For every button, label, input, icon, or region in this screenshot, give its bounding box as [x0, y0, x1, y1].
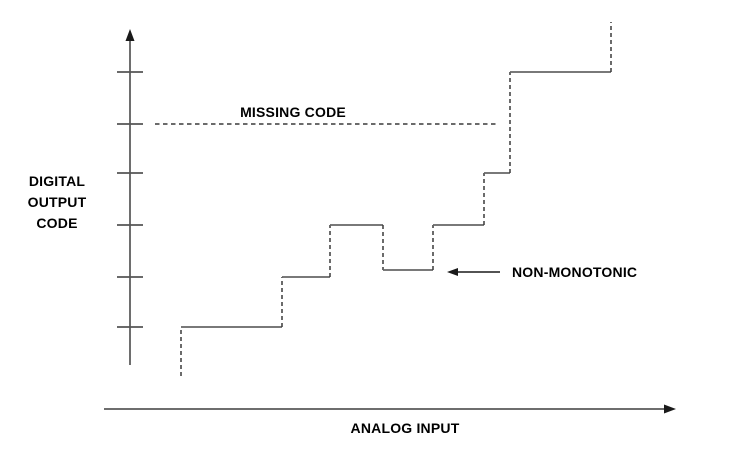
non-monotonic-arrow	[447, 268, 500, 276]
non-monotonic-label: NON-MONOTONIC	[512, 264, 637, 280]
missing-code-label: MISSING CODE	[240, 104, 346, 120]
y-axis-ticks	[117, 71, 143, 328]
non-monotonic-arrowhead-icon	[447, 268, 458, 276]
y-axis-label-line1: DIGITAL	[29, 173, 86, 189]
y-axis-label-line3: CODE	[36, 215, 77, 231]
x-axis-arrowhead-icon	[664, 404, 676, 414]
x-axis-label: ANALOG INPUT	[351, 420, 460, 436]
y-axis-label-line2: OUTPUT	[28, 194, 87, 210]
y-axis-arrowhead-icon	[125, 29, 135, 41]
axes	[104, 29, 676, 414]
staircase-curve	[180, 22, 612, 376]
